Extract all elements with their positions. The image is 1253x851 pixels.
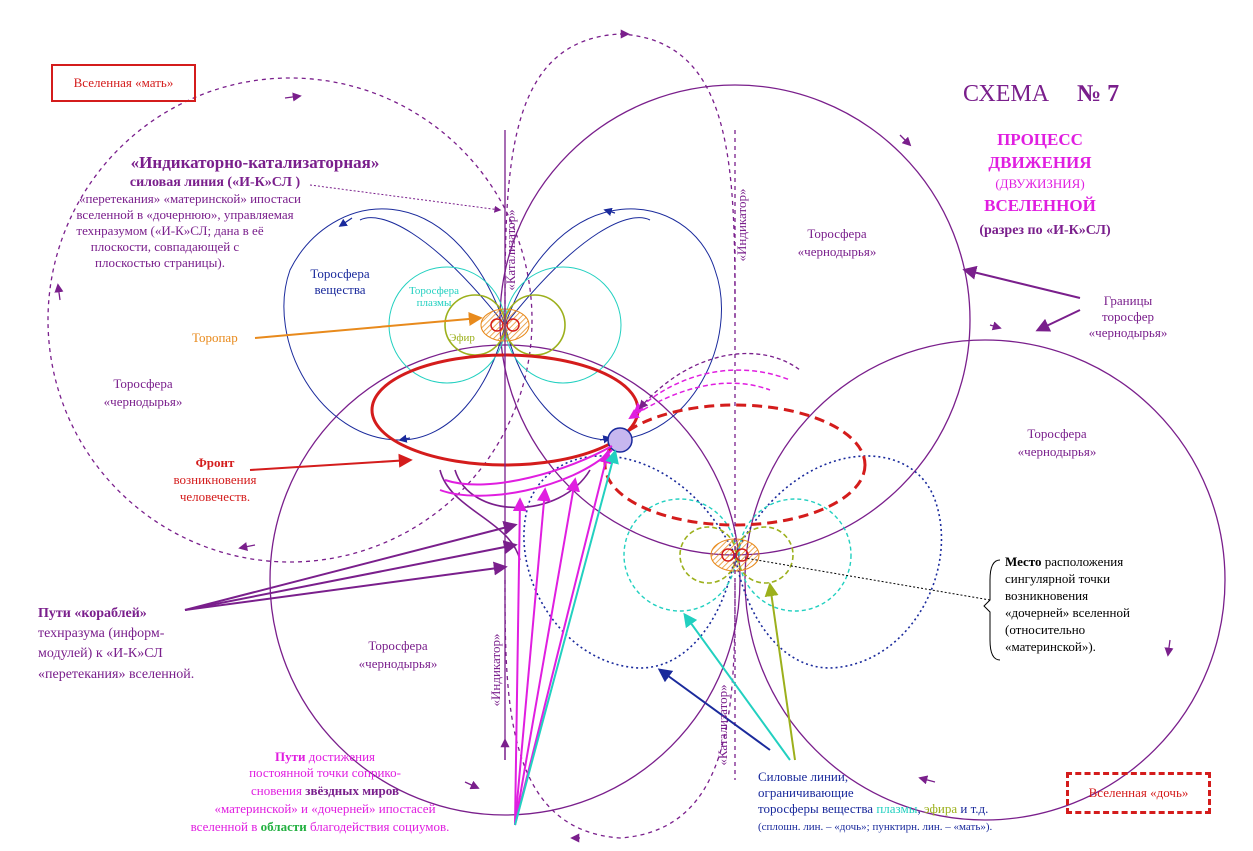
front-title: Фронт <box>196 455 235 470</box>
force-lines-note: Силовые линии, ограничивающие торосферы … <box>758 769 992 833</box>
torosphere-labels: Торосфера вещества Торосфера плазмы Эфир… <box>104 226 1097 671</box>
place-line-6: «материнской»). <box>1005 639 1096 654</box>
plasma-label-2: плазмы <box>417 297 452 309</box>
schema-label: СХЕМА <box>963 81 1050 107</box>
place-line-1: Место расположения <box>1005 554 1123 569</box>
boundaries-arrow-2 <box>1035 309 1081 332</box>
ik-body-3: технразумом («И-К»СЛ; дана в её <box>76 223 263 238</box>
front-line-1: возникновения <box>173 472 256 487</box>
place-line-3: возникновения <box>1005 588 1088 603</box>
force-arrow-cyan <box>683 612 791 761</box>
matter-label-2: вещества <box>314 282 365 297</box>
vertical-axes <box>500 130 736 780</box>
boundaries-3: «чернодырья» <box>1089 325 1168 340</box>
matter-torus-upper-arrows <box>338 207 616 444</box>
paths-line-3: сновения звёздных миров <box>251 783 399 798</box>
paths-note: Пути достижения постоянной точки соприко… <box>191 749 450 834</box>
mother-universe-box: Вселенная «мать» <box>51 64 196 102</box>
ships-line-2: технразума (информ- <box>38 626 165 641</box>
ships-line-1: Пути «кораблей» <box>38 606 147 621</box>
transfer-curves-purple <box>638 352 801 410</box>
boundaries-1: Границы <box>1104 293 1153 308</box>
catalyst-bottom: «Катализатор» <box>715 684 730 765</box>
plasma-label-1: Торосфера <box>409 285 459 297</box>
toropar-arrow <box>254 312 483 339</box>
ik-line-note: «Индикаторно-катализаторная» силовая лин… <box>76 153 379 270</box>
paths-line-5: вселенной в области благодействия социум… <box>191 819 450 834</box>
bh-top-right-1: Торосфера <box>807 226 866 241</box>
bottom-loop <box>504 579 736 839</box>
bh-left-1: Торосфера <box>113 376 172 391</box>
bh-sphere-lower-right <box>744 339 1226 821</box>
place-brace <box>983 559 1001 661</box>
matter-label-1: Торосфера <box>310 266 369 281</box>
vertical-labels: «Катализатор» «Индикатор» «Индикатор» «К… <box>488 189 749 766</box>
front-arrow <box>249 453 413 471</box>
process-line-2: ДВИЖЕНИЯ <box>988 153 1091 172</box>
place-note: Место расположения сингулярной точки воз… <box>1005 554 1130 654</box>
transfer-curves <box>628 369 791 420</box>
boundary-arrows <box>54 29 1174 843</box>
ik-body-1: «перетекания» «материнской» ипостаси <box>79 191 301 206</box>
force-arrow-olive <box>764 582 796 761</box>
front-line-2: человечеств. <box>180 489 250 504</box>
force-arrow-navy <box>657 668 771 751</box>
force-line-4: (сплошн. лин. – «дочь»; пунктирн. лин. –… <box>758 821 992 833</box>
matter-torus-upper <box>283 208 722 441</box>
boundaries-note: Границы торосфер «чернодырья» <box>1089 293 1168 340</box>
contact-point <box>607 427 633 453</box>
matter-torus-lower <box>523 455 943 669</box>
force-line-2: ограничивающие <box>758 785 854 800</box>
ships-line-4: «перетекания» вселенной. <box>38 667 194 682</box>
bh-left-2: «чернодырья» <box>104 394 183 409</box>
ships-note: Пути «кораблей» технразума (информ- моду… <box>38 606 194 682</box>
title-block: СХЕМА № 7 ПРОЦЕСС ДВИЖЕНИЯ (ДВУЖИЗНИЯ) В… <box>963 81 1119 238</box>
paths-line-4: «материнской» и «дочерней» ипостасей <box>214 801 435 816</box>
boundaries-arrow-1 <box>962 265 1081 299</box>
front-note: Фронт возникновения человечеств. <box>173 455 256 504</box>
ik-line2: силовая линия («И-К»СЛ ) <box>130 175 301 190</box>
ether-label: Эфир <box>449 332 475 344</box>
ships-line-3: модулей) к «И-К»СЛ <box>38 646 163 661</box>
ik-body-2: вселенной в «дочернюю», управляемая <box>76 207 293 222</box>
indicator-top: «Индикатор» <box>734 189 749 262</box>
top-loop <box>504 33 736 321</box>
ik-body-4: плоскости, совпадающей с <box>91 239 240 254</box>
contact-paths <box>439 445 613 826</box>
ships-paths <box>184 521 518 611</box>
contact-path-cyan <box>514 449 619 826</box>
daughter-universe-box: Вселенная «дочь» <box>1066 772 1211 814</box>
ik-body-5: плоскостью страницы). <box>95 255 225 270</box>
bh-right-2: «чернодырья» <box>1018 444 1097 459</box>
toropar-label: Торопар <box>192 330 238 345</box>
bh-bottom-2: «чернодырья» <box>359 656 438 671</box>
bh-bottom-1: Торосфера <box>368 638 427 653</box>
schema-number: № 7 <box>1077 81 1119 107</box>
process-line-1: ПРОЦЕСС <box>997 130 1083 149</box>
ik-note-pointer <box>309 184 502 213</box>
bh-right-1: Торосфера <box>1027 426 1086 441</box>
force-line-1: Силовые линии, <box>758 769 848 784</box>
place-pointer <box>744 557 991 601</box>
paths-line-1: Пути достижения <box>275 749 375 764</box>
catalyst-top: «Катализатор» <box>503 209 518 290</box>
indicator-bottom: «Индикатор» <box>488 634 503 707</box>
force-line-3: торосферы вещества плазмы, эфира и т.д. <box>758 801 988 816</box>
ik-heading: «Индикаторно-катализаторная» <box>131 153 380 172</box>
place-line-4: «дочерней» вселенной <box>1005 605 1130 620</box>
paths-line-2: постоянной точки соприко- <box>249 765 401 780</box>
bh-top-right-2: «чернодырья» <box>798 244 877 259</box>
place-line-2: сингулярной точки <box>1005 571 1110 586</box>
bh-sphere-upper-left <box>47 77 533 563</box>
process-line-3: (ДВУЖИЗНИЯ) <box>995 176 1084 191</box>
place-line-5: (относительно <box>1005 622 1085 637</box>
boundaries-2: торосфер <box>1102 309 1154 324</box>
process-line-5: (разрез по «И-К»СЛ) <box>979 223 1111 238</box>
process-line-4: ВСЕЛЕННОЙ <box>984 196 1096 215</box>
